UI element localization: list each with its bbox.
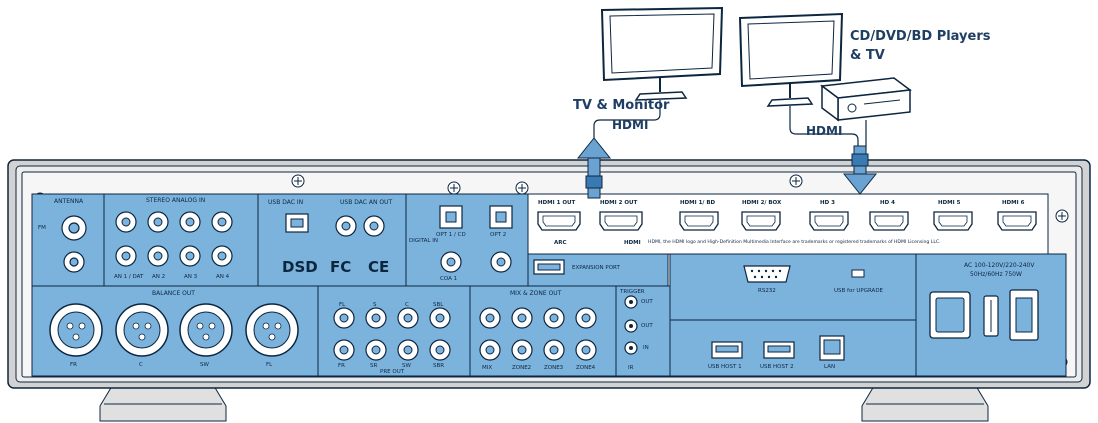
pre-out-label: PRE OUT xyxy=(380,369,405,375)
pre-out-bottom-1-label: FR xyxy=(338,363,345,369)
arrow-up-hdmi-out xyxy=(576,137,612,199)
trigger-2-label: OUT xyxy=(641,323,653,329)
coax-label: COA 1 xyxy=(440,276,458,282)
antenna-jacks xyxy=(61,215,87,273)
iec-power-inlet-inner xyxy=(935,297,965,333)
hdmi-port-3-label: HDMI 1/ BD xyxy=(680,200,716,206)
zone-out-rca xyxy=(479,307,597,361)
power-switch-rocker xyxy=(1015,297,1033,333)
trigger-label: TRIGGER xyxy=(620,289,645,295)
pre-out-bottom-2-label: SR xyxy=(370,363,378,369)
coax-centers xyxy=(446,257,506,267)
digital-in-label: DIGITAL IN xyxy=(409,238,438,244)
usb-dac-out-centers xyxy=(341,221,379,231)
usb-dac-in-label: USB DAC IN xyxy=(268,199,304,206)
hdmi-port-7-label: HDMI 5 xyxy=(938,200,961,206)
usb-host-2-inner xyxy=(767,345,791,353)
pre-out-top-3-label: C xyxy=(405,302,409,308)
pre-out-bottom-3-label: SW xyxy=(402,363,411,369)
usb-host-1-label: USB HOST 1 xyxy=(708,364,742,370)
balance-channel-3-label: SW xyxy=(200,362,209,368)
players-label-line1: CD/DVD/BD Players xyxy=(850,29,991,44)
balance-channel-1-label: FR xyxy=(70,362,77,368)
zone-2-label: ZONE2 xyxy=(512,365,532,371)
zone-out-rca-centers xyxy=(485,313,591,355)
balance-channel-4-label: FL xyxy=(266,362,273,368)
hdmi-port-inner xyxy=(542,215,1032,227)
hdmi-port-1-label: HDMI 1 OUT xyxy=(538,200,576,206)
pre-out-top-2-label: S xyxy=(373,302,377,308)
hdmi-port-6-label: HD 4 xyxy=(880,200,895,206)
balance-channel-2-label: C xyxy=(139,362,143,368)
analog-input-4-label: AN 4 xyxy=(216,274,230,280)
stereo-analog-in-label: STEREO ANALOG IN xyxy=(146,197,206,204)
hdmi-port-4-label: HDMI 2/ BOX xyxy=(742,200,782,206)
opt2-label: OPT 2 xyxy=(490,232,507,238)
lan-port-inner xyxy=(823,339,841,355)
hdmi-ports xyxy=(537,211,1037,231)
stereo-analog-rca-centers xyxy=(121,217,227,261)
power-rating-line2: 50Hz/60Hz 750W xyxy=(970,271,1022,278)
fm-label: FM xyxy=(38,225,46,231)
expansion-port-inner xyxy=(537,263,561,271)
balance-out-label: BALANCE OUT xyxy=(152,290,195,297)
xlr-inner-rings xyxy=(57,311,291,349)
players-label-line2: & TV xyxy=(850,48,885,63)
opt1-cd-label: OPT 1 / CD xyxy=(436,232,466,238)
usb-upgrade-label: USB for UPGRADE xyxy=(834,288,884,294)
usb-b-inner xyxy=(290,218,304,228)
rs232-pins xyxy=(750,269,782,279)
cable-right-player xyxy=(789,106,859,150)
power-rating-line1: AC 100-120V/220-240V xyxy=(964,262,1035,269)
rs232-port xyxy=(743,265,791,283)
monitor-left xyxy=(600,6,724,101)
fc-logo: FC xyxy=(330,258,352,276)
arrow-down-hdmi-in xyxy=(842,145,878,195)
rs232-label: RS232 xyxy=(758,288,776,294)
arc-label: ARC xyxy=(554,240,567,246)
pre-out-bottom-4-label: SBR xyxy=(433,363,445,369)
optical-port-1-inner xyxy=(445,211,457,223)
usb-host-1-inner xyxy=(715,345,739,353)
analog-input-3-label: AN 3 xyxy=(184,274,198,280)
mix-zone-out-label: MIX & ZONE OUT xyxy=(510,290,562,297)
trigger-jack-centers xyxy=(629,300,633,350)
hdmi-right-label: HDMI xyxy=(806,124,843,138)
antenna-label: ANTENNA xyxy=(54,198,84,205)
hdmi-left-label: HDMI xyxy=(612,118,649,132)
hdmi-port-8-label: HDMI 6 xyxy=(1002,200,1025,206)
monitor-right xyxy=(738,12,844,107)
cable-left xyxy=(593,100,661,162)
usb-host-2-label: USB HOST 2 xyxy=(760,364,794,370)
tv-monitor-label: TV & Monitor xyxy=(573,98,670,113)
player-box xyxy=(820,77,912,122)
dsd-logo: DSD xyxy=(282,258,318,276)
analog-input-2-label: AN 2 xyxy=(152,274,166,280)
lan-label: LAN xyxy=(824,364,836,370)
ce-logo: CE xyxy=(368,258,390,276)
hdmi-trademark-notice: HDMI, the HDMI logo and High-Definition … xyxy=(648,240,941,245)
analog-input-1-label: AN 1 / DAT xyxy=(114,274,144,280)
optical-port-2-inner xyxy=(495,211,507,223)
usb-dac-an-out-label: USB DAC AN OUT xyxy=(340,199,393,206)
hdmi-notice-brand: HDMI xyxy=(624,240,641,246)
zone-4-label: ZONE4 xyxy=(576,365,596,371)
trigger-4-label: IR xyxy=(628,365,634,371)
zone-1-label: MIX xyxy=(482,365,493,371)
zone-3-label: ZONE3 xyxy=(544,365,564,371)
trigger-1-label: OUT xyxy=(641,299,653,305)
expansion-port-label: EXPANSION PORT xyxy=(572,265,620,271)
hdmi-port-5-label: HD 3 xyxy=(820,200,835,206)
pre-out-top-4-label: SBL xyxy=(433,302,444,308)
hdmi-port-2-label: HDMI 2 OUT xyxy=(600,200,638,206)
pre-out-rca-centers xyxy=(339,313,445,355)
mini-usb-port xyxy=(851,269,865,278)
pre-out-top-1-label: FL xyxy=(339,302,346,308)
xlr-pins xyxy=(66,322,282,341)
trigger-3-label: IN xyxy=(643,345,649,351)
screw-crosses xyxy=(294,177,1066,220)
